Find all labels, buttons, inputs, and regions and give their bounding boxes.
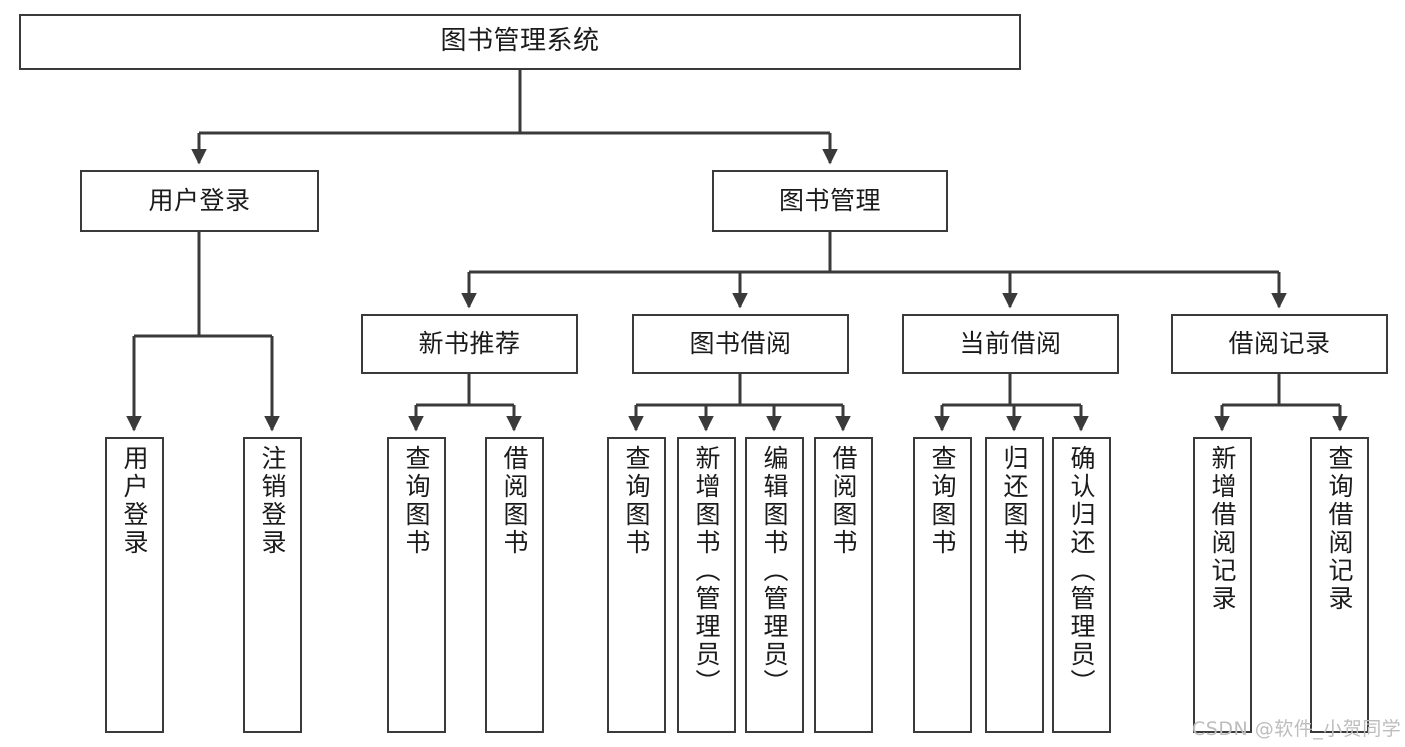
node-label: 用户登录 xyxy=(148,186,251,215)
node-label: 用户登录 xyxy=(120,445,149,557)
node-label: 编辑图书（管理员） xyxy=(760,445,789,697)
node-label: 查询借阅记录 xyxy=(1325,445,1354,613)
node-label: 图书借阅 xyxy=(689,329,792,358)
leaf-add-borrow-record[interactable]: 新增借阅记录 xyxy=(1193,437,1252,733)
node-label: 查询图书 xyxy=(402,445,431,557)
node-label: 查询图书 xyxy=(622,445,651,557)
leaf-query-borrow-record[interactable]: 查询借阅记录 xyxy=(1310,437,1369,733)
node-borrow-record[interactable]: 借阅记录 xyxy=(1171,314,1388,374)
node-new-book-recommend[interactable]: 新书推荐 xyxy=(361,314,578,374)
node-label: 借阅图书 xyxy=(829,445,858,557)
leaf-query-book-current[interactable]: 查询图书 xyxy=(913,437,972,733)
node-label: 新增借阅记录 xyxy=(1208,445,1237,613)
node-label: 归还图书 xyxy=(1000,445,1029,557)
leaf-borrow-book-new[interactable]: 借阅图书 xyxy=(485,437,544,733)
node-root-book-management-system[interactable]: 图书管理系统 xyxy=(19,14,1021,70)
node-label: 借阅记录 xyxy=(1228,329,1331,358)
leaf-borrow-book[interactable]: 借阅图书 xyxy=(814,437,873,733)
node-book-borrow[interactable]: 图书借阅 xyxy=(632,314,849,374)
node-label: 新书推荐 xyxy=(418,329,521,358)
leaf-confirm-return-admin[interactable]: 确认归还（管理员） xyxy=(1052,437,1111,733)
leaf-edit-book-admin[interactable]: 编辑图书（管理员） xyxy=(745,437,804,733)
node-book-management[interactable]: 图书管理 xyxy=(712,170,948,232)
node-user-login[interactable]: 用户登录 xyxy=(80,170,319,232)
leaf-logout[interactable]: 注销登录 xyxy=(243,437,302,733)
leaf-query-book[interactable]: 查询图书 xyxy=(607,437,666,733)
node-current-borrow[interactable]: 当前借阅 xyxy=(902,314,1119,374)
node-label: 借阅图书 xyxy=(500,445,529,557)
node-label: 注销登录 xyxy=(258,445,287,557)
leaf-query-book-new[interactable]: 查询图书 xyxy=(387,437,446,733)
node-label: 查询图书 xyxy=(928,445,957,557)
node-label: 图书管理系统 xyxy=(440,26,600,57)
node-label: 当前借阅 xyxy=(959,329,1062,358)
leaf-return-book[interactable]: 归还图书 xyxy=(985,437,1044,733)
leaf-add-book-admin[interactable]: 新增图书（管理员） xyxy=(677,437,736,733)
node-label: 确认归还（管理员） xyxy=(1067,445,1096,697)
node-label: 图书管理 xyxy=(778,186,881,215)
watermark-csdn: CSDN @软件_小贺同学 xyxy=(1192,718,1402,740)
leaf-user-login[interactable]: 用户登录 xyxy=(105,437,164,733)
node-label: 新增图书（管理员） xyxy=(692,445,721,697)
